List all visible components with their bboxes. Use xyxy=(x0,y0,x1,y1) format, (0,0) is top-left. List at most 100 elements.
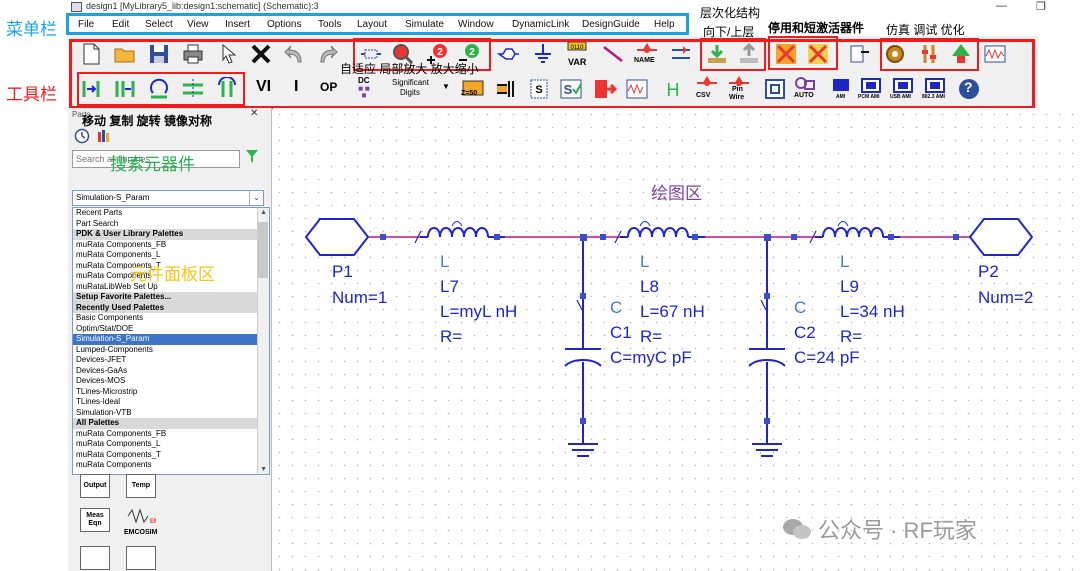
menu-select[interactable]: Select xyxy=(145,19,173,30)
dc-annotate-icon[interactable] xyxy=(356,84,372,100)
z50-icon[interactable] xyxy=(460,76,486,102)
palette-list-item[interactable]: Optim/Stat/DOE xyxy=(76,323,134,333)
menu-designguide[interactable]: DesignGuide xyxy=(582,19,640,30)
palette-list-item[interactable]: muRata Components_T xyxy=(76,449,161,459)
l8-value[interactable]: L=67 nH xyxy=(640,302,705,321)
ami-icon[interactable] xyxy=(828,74,854,100)
mirror-x-icon[interactable] xyxy=(180,76,206,102)
schematic-canvas[interactable] xyxy=(273,108,1080,571)
pop-out-hierarchy-icon[interactable] xyxy=(736,41,762,67)
h-icon[interactable]: H xyxy=(660,76,686,102)
palette-list-item[interactable]: TLines-Ideal xyxy=(76,397,121,406)
tune-icon[interactable] xyxy=(916,41,942,67)
palette-list-item[interactable]: Simulation-S_Param xyxy=(73,334,258,345)
menu-tools[interactable]: Tools xyxy=(318,19,342,30)
deactivate-icon[interactable] xyxy=(773,41,799,67)
s-param-icon[interactable]: S xyxy=(526,76,552,102)
pcm-ami-icon[interactable] xyxy=(858,74,884,100)
palette-list-item[interactable]: muRata Components_L xyxy=(76,439,161,448)
zoom-in-icon[interactable]: 2 xyxy=(424,41,450,67)
output-palette-button[interactable]: Output xyxy=(80,474,110,498)
delete-x-icon[interactable] xyxy=(248,41,274,67)
sig-digits-dropdown[interactable]: ▼ xyxy=(442,82,450,91)
rotate-icon[interactable] xyxy=(146,76,172,102)
palette-list-scrollbar[interactable]: ▲ ▼ xyxy=(257,208,269,474)
palette-list-item[interactable]: All Palettes xyxy=(73,418,258,429)
palette-list-item[interactable]: muRata Components_T xyxy=(76,260,161,270)
usb-ami-icon[interactable] xyxy=(890,74,916,100)
zoom-fit-icon[interactable] xyxy=(358,41,384,67)
restore-button[interactable]: ❐ xyxy=(1036,1,1046,13)
symbol-icon[interactable] xyxy=(762,76,788,102)
palette-combo[interactable]: Simulation-S_Param ⌄ xyxy=(72,190,264,206)
palette-button-extra-1[interactable] xyxy=(80,546,110,570)
l7-r[interactable]: R= xyxy=(440,327,463,346)
undo-icon[interactable] xyxy=(282,41,308,67)
pin-wire-icon[interactable] xyxy=(726,72,752,98)
port-p2[interactable] xyxy=(968,218,1034,256)
simulate-gear-icon[interactable] xyxy=(882,41,908,67)
palette-list-item[interactable]: muRata Components xyxy=(76,460,152,469)
inductor-l7[interactable] xyxy=(414,221,505,244)
port-p1[interactable] xyxy=(304,218,370,256)
palette-list-item[interactable]: Simulation-VTB xyxy=(76,407,132,417)
ground-icon[interactable] xyxy=(530,41,556,67)
open-folder-icon[interactable] xyxy=(112,41,138,67)
tline-icon[interactable] xyxy=(494,76,520,102)
palette-list-item[interactable]: Devices-GaAs xyxy=(76,365,128,375)
palette-list-item[interactable]: muRata Components_L xyxy=(76,250,161,259)
palette-list-item[interactable]: Devices-JFET xyxy=(76,355,127,364)
move-icon[interactable] xyxy=(78,76,104,102)
history-clock-icon[interactable] xyxy=(74,128,90,149)
scroll-down-icon[interactable]: ▼ xyxy=(260,466,267,473)
snap-icon[interactable] xyxy=(846,41,872,67)
menu-file[interactable]: File xyxy=(78,19,95,30)
l9-value[interactable]: L=34 nH xyxy=(840,302,905,321)
component-history-icon[interactable] xyxy=(668,41,694,67)
menu-options[interactable]: Options xyxy=(267,19,302,30)
palette-list-item[interactable]: Setup Favorite Palettes... xyxy=(73,292,258,303)
meas-eqn-button[interactable]: Meas Eqn xyxy=(80,508,110,532)
c1-value[interactable]: C=myC pF xyxy=(610,348,692,367)
menu-dynamiclink[interactable]: DynamicLink xyxy=(512,19,570,30)
new-icon[interactable] xyxy=(78,41,104,67)
palette-list-item[interactable]: Basic Components xyxy=(76,313,144,322)
l7-value[interactable]: L=myL nH xyxy=(440,302,518,321)
scroll-up-icon[interactable]: ▲ xyxy=(260,209,267,216)
palette-list-item[interactable]: muRata Components_FB xyxy=(76,239,167,249)
s-wave-icon[interactable] xyxy=(624,76,650,102)
l8-r[interactable]: R= xyxy=(640,327,663,346)
chevron-down-icon[interactable]: ⌄ xyxy=(249,191,263,205)
palette-list-item[interactable]: Lumped-Components xyxy=(76,344,153,354)
palette-list-item[interactable]: muRata Components xyxy=(76,271,152,280)
search-parts-input[interactable] xyxy=(72,150,240,168)
optimize-icon[interactable] xyxy=(948,41,974,67)
push-down-hierarchy-icon[interactable] xyxy=(704,41,730,67)
mirror-y-icon[interactable] xyxy=(214,76,240,102)
panel-close-button[interactable]: ✕ xyxy=(250,108,259,119)
palette-list-item[interactable]: Recently Used Palettes xyxy=(73,302,258,313)
l9-r[interactable]: R= xyxy=(840,327,863,346)
temp-palette-button[interactable]: Temp xyxy=(126,474,156,498)
copy-icon[interactable] xyxy=(112,76,138,102)
c2-value[interactable]: C=24 pF xyxy=(794,348,860,367)
menu-help[interactable]: Help xyxy=(654,19,675,30)
menu-view[interactable]: View xyxy=(187,19,209,30)
palette-list-item[interactable]: muRata Components_FB xyxy=(76,428,167,438)
palette-list-item[interactable]: TLines-Microstrip xyxy=(76,386,138,396)
emcosim-icon[interactable]: EM xyxy=(126,506,159,531)
auto-symbol-icon[interactable] xyxy=(792,72,818,98)
print-icon[interactable] xyxy=(180,41,206,67)
library-icon[interactable] xyxy=(96,128,112,149)
help-icon[interactable] xyxy=(956,76,982,102)
palette-button-extra-2[interactable] xyxy=(126,546,156,570)
zoom-area-icon[interactable] xyxy=(390,41,416,67)
csv-icon[interactable] xyxy=(694,72,720,98)
palette-list-item[interactable]: muRataLibWeb Set Up xyxy=(76,281,158,291)
export-icon[interactable] xyxy=(592,76,618,102)
ami-8023-icon[interactable] xyxy=(922,74,948,100)
scroll-thumb[interactable] xyxy=(258,222,268,278)
menu-simulate[interactable]: Simulate xyxy=(405,19,444,30)
palette-list-item[interactable]: Part Search xyxy=(76,218,119,228)
